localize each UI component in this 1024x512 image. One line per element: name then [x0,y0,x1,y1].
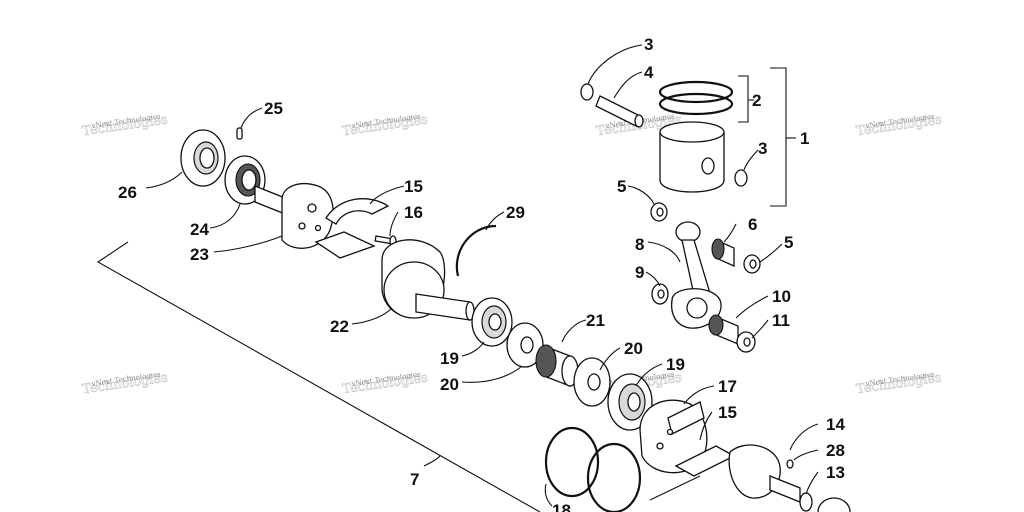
watermark: Technologies vNext Technologies [855,370,943,397]
assembly-bracket-7 [96,241,541,512]
callout-23: 23 [190,245,209,264]
part-needle-bearing-10 [708,314,739,345]
callout-4: 4 [644,63,654,82]
callout-21: 21 [586,311,605,330]
callout-2: 2 [752,91,761,110]
callout-29: 29 [506,203,525,222]
part-piston [659,121,725,193]
callout-6: 6 [748,215,757,234]
callout-13: 13 [826,463,845,482]
callout-1: 1 [800,129,809,148]
callout-15: 15 [404,177,423,196]
part-washer-5-top-hole [656,207,664,217]
callout-3: 3 [644,35,653,54]
callout-5: 5 [617,177,626,196]
callout-14: 14 [826,415,845,434]
part-washer-20-lower [573,357,611,407]
part-washer-11-hole [743,337,751,347]
callout-25: 25 [264,99,283,118]
part-bearing-19-upper [471,297,513,347]
part-pin-25 [236,127,243,140]
callout-19: 19 [666,355,685,374]
part-piston-rings-2 [658,80,734,116]
callout-8: 8 [635,235,644,254]
part-circlip-3-top [580,83,594,101]
callout-24: 24 [190,220,209,239]
callout-9: 9 [635,263,644,282]
part-wrist-pin-4 [595,95,644,128]
watermark: Technologies vNext Technologies [81,370,169,397]
callout-22: 22 [330,317,349,336]
assembly-bracket-7-end [649,475,701,501]
part-circlip-3-right [734,169,748,187]
watermark: Technologies vNext Technologies [81,112,169,139]
part-connecting-rod-8 [670,221,722,329]
callout-11: 11 [772,311,790,330]
callout-7: 7 [410,470,419,489]
part-washer-15-top [325,198,390,225]
callout-16: 16 [404,203,423,222]
part-washer-9-hole [657,289,665,299]
watermark: Technologies vNext Technologies [341,370,429,397]
part-washer-5-right-hole [749,259,757,269]
watermark: Technologies vNext Technologies [341,112,429,139]
callout-labels: 1 2 3 3 4 5 5 6 7 8 9 10 11 13 14 15 15 … [118,35,845,512]
bracket-2 [738,75,749,123]
callout-26: 26 [118,183,137,202]
callout-20: 20 [624,339,643,358]
callout-28: 28 [826,441,845,460]
part-bearing-19-lower [607,373,653,431]
part-seal-26 [180,129,226,187]
watermark: Technologies vNext Technologies [855,112,943,139]
part-needle-bearing-21 [535,344,579,387]
part-washer-20-upper [506,322,544,368]
bracket-1 [770,67,787,207]
callout-17: 17 [718,377,737,396]
part-crank-end-14 [728,444,801,503]
part-snap-ring-29 [455,224,497,277]
part-seal-12 [817,497,851,512]
callout-18: 18 [552,501,571,512]
callout-19: 19 [440,349,459,368]
callout-15: 15 [718,403,737,422]
part-crank-wheel-22 [381,239,475,321]
callout-20: 20 [440,375,459,394]
part-crank-plate-17 [639,399,708,474]
callout-5: 5 [784,233,793,252]
part-plate-15-top [314,231,376,259]
part-needle-bearing-6 [711,238,735,268]
part-washer-13 [799,492,813,512]
callout-10: 10 [772,287,791,306]
leader-lines [145,44,819,507]
part-rings-18 [544,426,642,512]
part-crank-half-23 [254,183,334,249]
callout-3: 3 [758,139,767,158]
part-pin-28 [786,459,794,469]
